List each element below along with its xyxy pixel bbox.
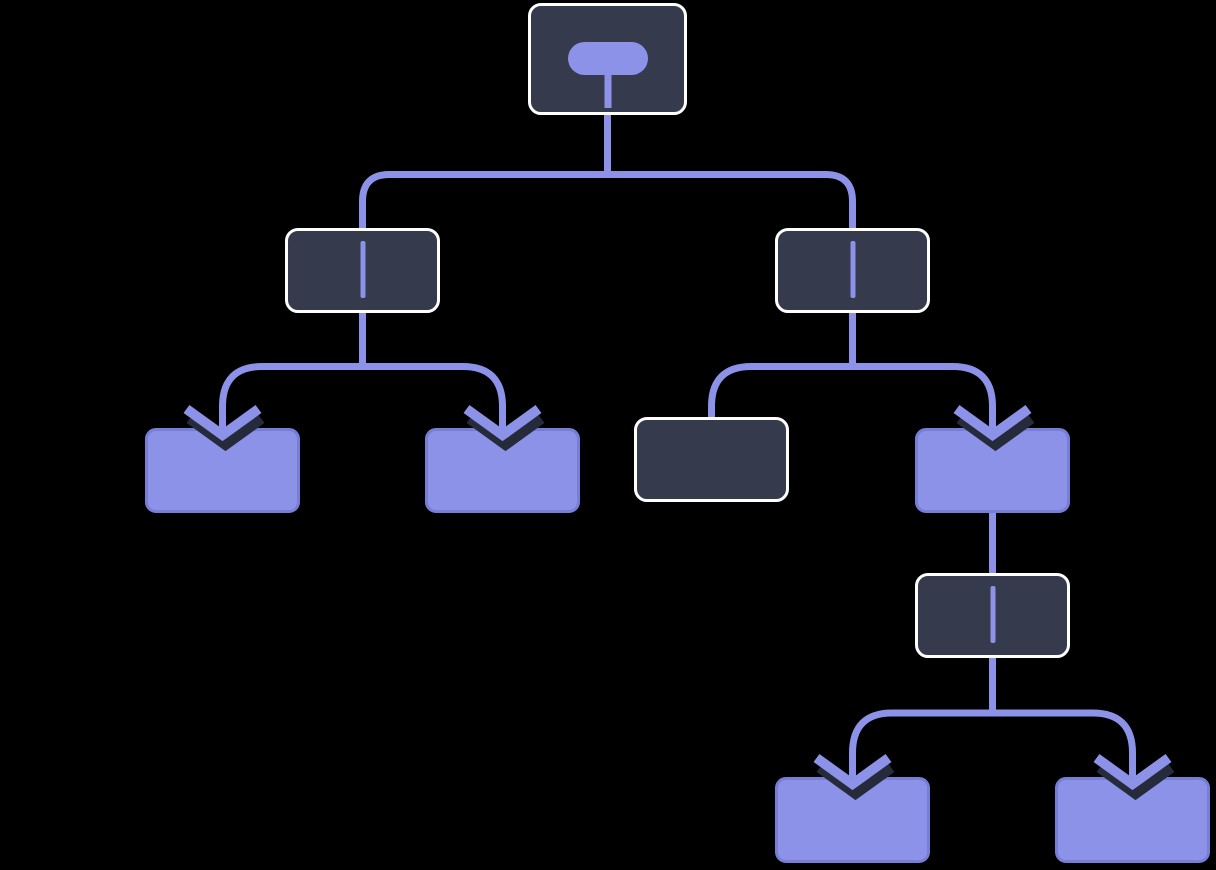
edge-connector xyxy=(359,171,608,231)
leaf-node-4[interactable] xyxy=(775,777,930,863)
pill-stem-line xyxy=(604,75,611,108)
leaf-node-3[interactable] xyxy=(915,428,1070,513)
leaf-node-1[interactable] xyxy=(145,428,300,513)
branch-node-lower[interactable] xyxy=(915,573,1070,658)
edge-connector xyxy=(607,171,856,231)
edge-connector xyxy=(708,363,853,420)
root-node[interactable] xyxy=(528,3,687,115)
edge-connector xyxy=(362,363,506,434)
edge-connector xyxy=(219,363,363,434)
pass-through-line xyxy=(360,241,365,298)
edge-connector xyxy=(992,709,1136,783)
leaf-node-2[interactable] xyxy=(425,428,580,513)
edge-connector xyxy=(852,363,996,434)
label-placeholder-pill xyxy=(567,42,648,75)
branch-node-right[interactable] xyxy=(775,228,930,313)
pass-through-line xyxy=(850,241,855,298)
pass-through-line xyxy=(990,586,995,643)
leaf-node-5[interactable] xyxy=(1055,777,1210,863)
dark-leaf-node[interactable] xyxy=(634,417,789,502)
branch-node-left[interactable] xyxy=(285,228,440,313)
edge-connector xyxy=(849,709,993,783)
